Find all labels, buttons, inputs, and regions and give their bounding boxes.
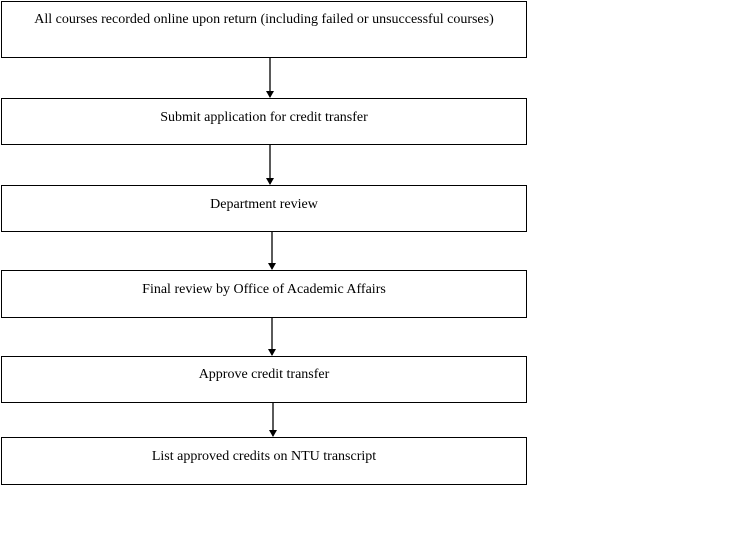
flow-step-recorded-online: All courses recorded online upon return … [1,1,527,58]
flow-step-label: Department review [210,197,318,212]
flow-step-submit-application: Submit application for credit transfer [1,98,527,145]
flow-step-label: Submit application for credit transfer [160,110,368,125]
flow-step-label: List approved credits on NTU transcript [151,449,377,464]
flow-step-label: Approve credit transfer [198,367,330,382]
flow-step-label: Final review by Office of Academic Affai… [142,282,386,297]
flow-step-list-credits: List approved credits on NTU transcript [1,437,527,485]
flow-step-department-review: Department review [1,185,527,232]
flow-step-final-review: Final review by Office of Academic Affai… [1,270,527,318]
flow-step-approve-transfer: Approve credit transfer [1,356,527,403]
flow-step-label: All courses recorded online upon return … [34,12,494,27]
